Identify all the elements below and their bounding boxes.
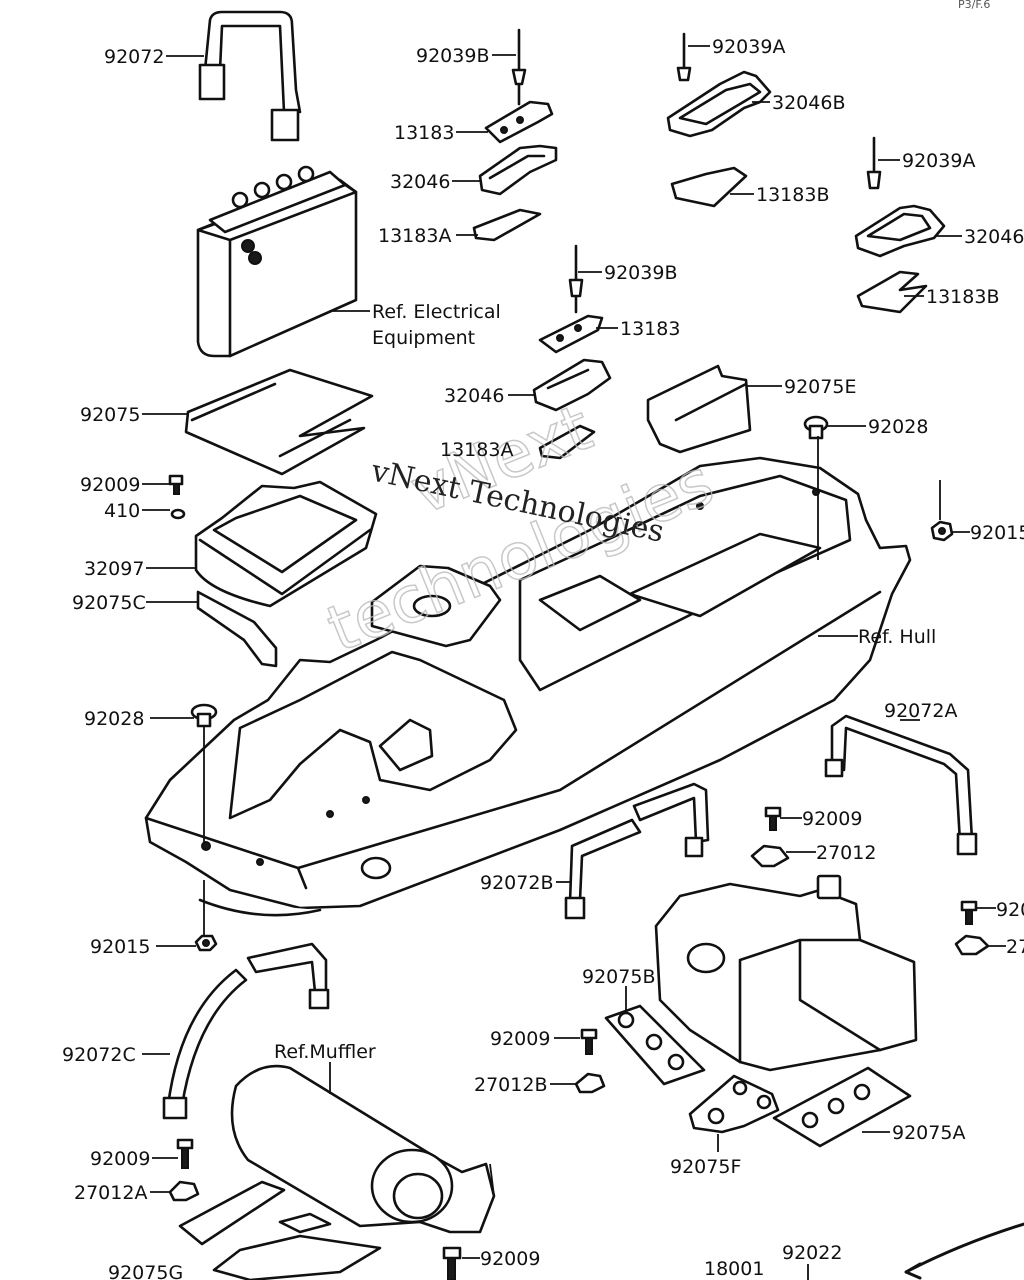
label-32046-mid: 32046 bbox=[444, 385, 504, 407]
bracket-32046-mid bbox=[532, 358, 612, 412]
label-13183B-top: 13183B bbox=[756, 184, 829, 206]
battery bbox=[196, 165, 358, 358]
label-92015-bottom: 92015 bbox=[90, 936, 150, 958]
label-92075E: 92075E bbox=[784, 376, 856, 398]
label-13183A-top: 13183A bbox=[378, 225, 451, 247]
label-92072B: 92072B bbox=[480, 872, 553, 894]
label-92075C: 92075C bbox=[72, 592, 146, 614]
pad-92075G bbox=[178, 1180, 382, 1280]
strap-92072A bbox=[824, 714, 978, 856]
label-13183-mid: 13183 bbox=[620, 318, 680, 340]
label-92039B-mid: 92039B bbox=[604, 262, 677, 284]
label-32046-top: 32046 bbox=[390, 171, 450, 193]
strap-92072B bbox=[564, 782, 710, 920]
plug-92028-left bbox=[190, 703, 218, 728]
bolt-92009-lower bbox=[580, 1028, 598, 1055]
bolt-92039A-top bbox=[676, 32, 692, 82]
clip-27012B bbox=[574, 1072, 606, 1094]
muffler bbox=[230, 1064, 496, 1234]
bolt-92039A-right bbox=[866, 136, 882, 190]
label-27012B: 27012B bbox=[474, 1074, 547, 1096]
label-92009-lower: 92009 bbox=[490, 1028, 550, 1050]
clip-27012-rightedge bbox=[954, 934, 990, 956]
bolt-92039B-top bbox=[511, 28, 527, 106]
tray-32097 bbox=[194, 480, 378, 608]
pad-13183B-top bbox=[670, 166, 748, 208]
clip-27012A bbox=[168, 1180, 200, 1202]
label-92072: 92072 bbox=[104, 46, 164, 68]
pad-92075 bbox=[184, 368, 374, 476]
part-labels: 92072 92039B 92039A 32046B 13183 32046 1… bbox=[62, 36, 1024, 1280]
bracket-32046-right bbox=[854, 204, 946, 258]
pad-13183B-right bbox=[856, 270, 928, 314]
fuel-tank bbox=[654, 874, 918, 1072]
label-92009-bottom: 92009 bbox=[480, 1248, 540, 1270]
label-92039A-right: 92039A bbox=[902, 150, 975, 172]
strap-92072C bbox=[162, 942, 330, 1120]
bolt-92009-mid bbox=[764, 806, 782, 831]
strap-92072 bbox=[198, 10, 302, 142]
label-92075: 92075 bbox=[80, 404, 140, 426]
label-ref-electrical-2: Equipment bbox=[372, 327, 475, 349]
label-18001: 18001 bbox=[704, 1258, 764, 1280]
label-ref-hull: Ref. Hull bbox=[858, 626, 936, 648]
pad-13183A-mid bbox=[538, 424, 596, 460]
label-92009-mid: 92009 bbox=[802, 808, 862, 830]
bolt-92009-bottomleft bbox=[176, 1138, 194, 1169]
label-32046-right: 32046 bbox=[964, 226, 1024, 248]
bolt-92039B-mid bbox=[568, 244, 584, 314]
label-92075A: 92075A bbox=[892, 1122, 965, 1144]
label-92009-bottomleft: 92009 bbox=[90, 1148, 150, 1170]
arrow-indicator bbox=[904, 1222, 1024, 1280]
washer-410 bbox=[170, 508, 186, 520]
label-13183-top: 13183 bbox=[394, 122, 454, 144]
label-92009-rightedge: 92009 bbox=[996, 899, 1024, 921]
label-92075F: 92075F bbox=[670, 1156, 741, 1178]
label-92075B: 92075B bbox=[582, 966, 655, 988]
label-92015-right: 92015 bbox=[970, 522, 1024, 544]
hull bbox=[144, 456, 912, 917]
pad-92075B bbox=[604, 1004, 706, 1086]
nut-92015-bottom bbox=[194, 934, 218, 952]
label-92009-left: 92009 bbox=[80, 474, 140, 496]
pad-92075F bbox=[688, 1074, 780, 1134]
pad-92075E bbox=[646, 364, 752, 454]
label-27012-rightedge: 27012 bbox=[1006, 936, 1024, 958]
bracket-32046-top bbox=[478, 144, 558, 196]
leader-lines bbox=[142, 45, 1006, 1280]
label-92039B-top: 92039B bbox=[416, 45, 489, 67]
label-13183A-mid: 13183A bbox=[440, 439, 513, 461]
label-92072A: 92072A bbox=[884, 700, 957, 722]
pad-92075C bbox=[196, 590, 278, 668]
clip-27012-mid bbox=[750, 844, 790, 868]
bolt-92009-rightedge bbox=[960, 900, 978, 925]
corner-code: P3/F.6 bbox=[958, 0, 990, 11]
label-32097: 32097 bbox=[84, 558, 144, 580]
pad-92075A bbox=[772, 1066, 912, 1148]
label-ref-electrical-1: Ref. Electrical bbox=[372, 301, 501, 323]
label-410: 410 bbox=[104, 500, 140, 522]
bolt-92009-bottom bbox=[442, 1246, 462, 1280]
label-27012-mid: 27012 bbox=[816, 842, 876, 864]
label-27012A: 27012A bbox=[74, 1182, 147, 1204]
plate-13183-mid bbox=[538, 314, 604, 354]
label-32046B: 32046B bbox=[772, 92, 845, 114]
pad-13183A-top bbox=[472, 208, 542, 242]
label-92022: 92022 bbox=[782, 1242, 842, 1264]
label-92075G: 92075G bbox=[108, 1262, 183, 1280]
label-13183B-right: 13183B bbox=[926, 286, 999, 308]
label-ref-muffler: Ref.Muffler bbox=[274, 1041, 376, 1063]
bolt-92009-left bbox=[168, 474, 184, 495]
plug-92028-top bbox=[803, 415, 829, 440]
label-92028-top: 92028 bbox=[868, 416, 928, 438]
bracket-32046B bbox=[666, 70, 772, 138]
plate-13183-top bbox=[484, 100, 554, 144]
label-92072C: 92072C bbox=[62, 1044, 136, 1066]
nut-92015-right bbox=[930, 520, 954, 542]
label-92039A-top: 92039A bbox=[712, 36, 785, 58]
label-92028-left: 92028 bbox=[84, 708, 144, 730]
